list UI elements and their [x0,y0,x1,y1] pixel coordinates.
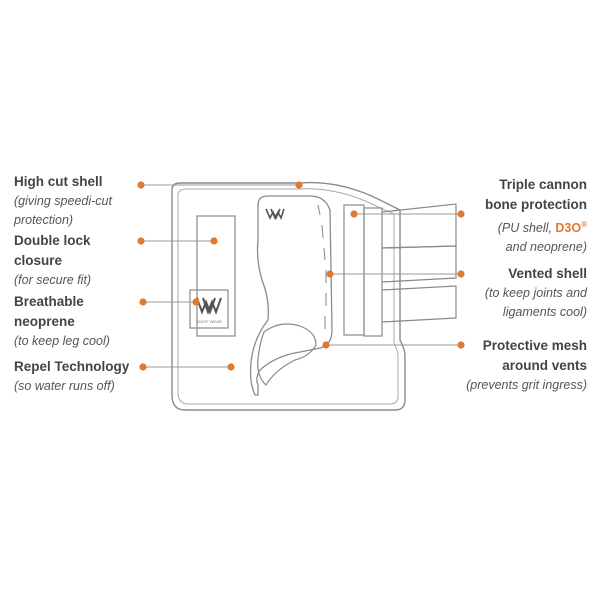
strap-bottom [381,285,457,323]
callout-dot-icon [457,210,465,218]
callout-dot-icon [295,181,303,189]
vents [317,204,327,329]
callout-repel: Repel Technology (so water runs off) [14,357,129,396]
callout-dot-icon [137,237,145,245]
boot-inner-outline [177,188,399,405]
callout-dot-icon [139,363,147,371]
vented-title: Vented shell [508,266,587,281]
callout-dot-icon [457,341,465,349]
double-lock-sub: (for secure fit) [14,273,92,287]
callout-dot-icon [350,210,358,218]
callout-triple: Triple cannon bone protection (PU shell,… [485,175,587,257]
boot-outline [171,181,406,411]
mesh-title1: Protective mesh [482,338,587,353]
logo-brand-text: WOOF WEAR [196,319,222,324]
double-lock-title1: Double lock [14,233,91,248]
repel-title: Repel Technology [14,359,130,374]
callout-dot-icon [326,270,334,278]
callout-vented: Vented shell (to keep joints and ligamen… [485,264,587,322]
vented-sub1: (to keep joints and [484,286,587,300]
callout-dot-icon [322,341,330,349]
callout-mesh: Protective mesh around vents (prevents g… [466,336,587,395]
strap-top [381,203,457,249]
high-cut-title: High cut shell [14,174,103,189]
strap-column-1 [343,204,365,336]
callout-dot-icon [139,298,147,306]
double-lock-title2: closure [14,253,63,268]
callout-double-lock: Double lock closure (for secure fit) [14,231,91,290]
breathable-sub: (to keep leg cool) [14,334,110,348]
callout-high-cut: High cut shell (giving speedi-cut protec… [14,172,112,230]
triple-title2: bone protection [485,197,587,212]
high-cut-sub2: protection) [14,213,74,227]
callout-dot-icon [192,298,200,306]
ww-logo-icon [196,297,222,315]
triple-sub1: (PU shell, D3O® [485,215,587,238]
velcro-tab [196,215,236,337]
breathable-title2: neoprene [14,314,75,329]
d3o-brand: D3O [555,221,582,236]
callout-dot-icon [457,270,465,278]
ww-logo-small-icon [265,208,285,221]
triple-sub1-pre: (PU shell, [497,221,556,236]
strap-middle [381,245,457,283]
callout-dot-icon [210,237,218,245]
breathable-title1: Breathable [14,294,84,309]
callout-breathable: Breathable neoprene (to keep leg cool) [14,292,110,351]
callout-dots [137,181,465,371]
triple-title1: Triple cannon [499,177,587,192]
hard-shell [249,195,333,396]
high-cut-sub1: (giving speedi-cut [14,194,112,208]
mesh-title2: around vents [502,358,587,373]
callout-dot-icon [137,181,145,189]
leader-lines [141,184,461,368]
logo-patch [189,289,229,329]
vented-sub2: ligaments cool) [502,305,587,319]
triple-sub2: and neoprene) [505,240,587,255]
strap-column-2 [363,207,383,337]
repel-sub: (so water runs off) [14,379,115,393]
d3o-mark: ® [581,220,587,229]
mesh-sub: (prevents grit ingress) [466,378,587,392]
shell-pad [257,323,317,386]
callout-dot-icon [227,363,235,371]
